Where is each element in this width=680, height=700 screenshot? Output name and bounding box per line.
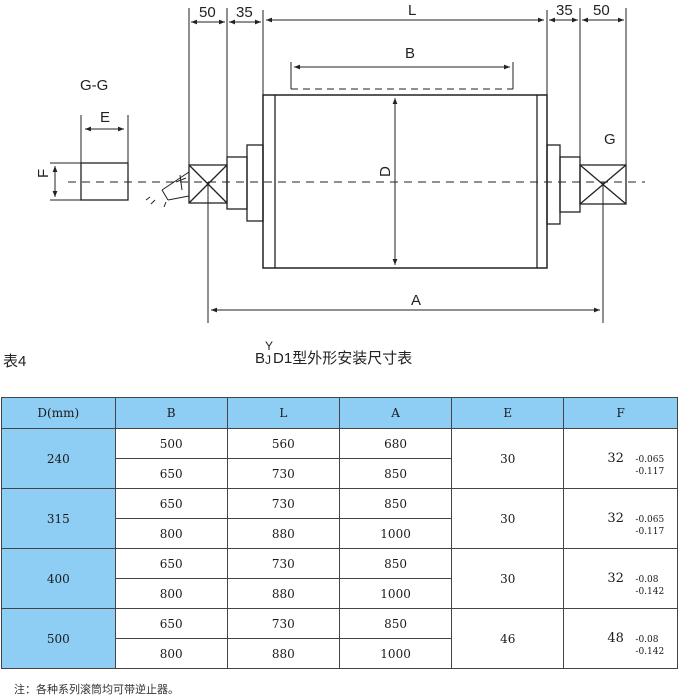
table-cell: 850: [338, 608, 453, 639]
f-value: 32 -0.065 -0.117: [607, 511, 680, 537]
f-value: 48 -0.08 -0.142: [607, 631, 680, 657]
table-cell: 880: [226, 578, 340, 609]
table-cell: 1000: [338, 638, 453, 669]
table-cell: 560: [226, 428, 340, 459]
table-cell: 850: [338, 488, 453, 519]
label-35-right: 35: [556, 2, 573, 19]
table-number: 表4: [3, 353, 27, 370]
label-50-right: 50: [593, 2, 610, 19]
table-cell: 500: [114, 428, 228, 459]
table-cell: 1000: [338, 518, 453, 549]
table-cell: 730: [226, 608, 340, 639]
f-tolerance: -0.065 -0.117: [635, 454, 664, 478]
f-tol-upper: -0.08: [635, 575, 659, 585]
table-cell: 650: [114, 548, 228, 579]
table-cell: 800: [114, 638, 228, 669]
label-50-left: 50: [199, 4, 216, 21]
table-cell: 730: [226, 548, 340, 579]
table-cell: 800: [114, 578, 228, 609]
f-value: 32 -0.08 -0.142: [607, 571, 680, 597]
table-cell: 730: [226, 458, 340, 489]
f-value: 32 -0.065 -0.117: [607, 451, 680, 477]
footnote: 注：各种系列滚筒均可带逆止器。: [14, 683, 179, 696]
table-cell: 30: [451, 548, 565, 609]
label-E: E: [100, 109, 110, 126]
label-A: A: [411, 292, 421, 309]
table-cell: 880: [226, 518, 340, 549]
f-tolerance: -0.08 -0.142: [635, 634, 664, 658]
f-tol-upper: -0.08: [635, 635, 659, 645]
label-D: D: [377, 166, 394, 177]
header-cell: L: [226, 397, 340, 429]
f-nominal: 48: [607, 631, 624, 646]
header-row: D(mm) B L A E F: [1, 397, 678, 429]
table-cell: 650: [114, 608, 228, 639]
table-cell: 315: [1, 488, 116, 549]
f-tol-lower: -0.142: [635, 647, 665, 657]
table-cell: 400: [1, 548, 116, 609]
f-tolerance: -0.065 -0.117: [635, 514, 664, 538]
f-tol-upper: -0.065: [635, 455, 665, 465]
table-cell: 30: [451, 488, 565, 549]
f-nominal: 32: [607, 571, 624, 586]
roller-drawing: G-G E F 50 35 L 35 50 B D G A: [35, 2, 645, 323]
f-nominal: 32: [607, 451, 624, 466]
title-sub: J: [265, 353, 272, 367]
label-section-gg: G-G: [80, 77, 108, 94]
title-rest: D1型外形安装尺寸表: [273, 350, 413, 367]
table-cell: 880: [226, 638, 340, 669]
label-L: L: [408, 2, 416, 19]
table-cell: 30: [451, 428, 565, 489]
header-cell: F: [563, 397, 678, 429]
table-cell: 240: [1, 428, 116, 489]
label-35-left: 35: [236, 4, 253, 21]
table-cell: 1000: [338, 578, 453, 609]
f-tol-lower: -0.117: [635, 467, 665, 477]
label-G: G: [604, 131, 616, 148]
title-prefix: B: [255, 350, 266, 367]
title-sup: Y: [265, 339, 274, 353]
table-cell: 850: [338, 458, 453, 489]
f-nominal: 32: [607, 511, 624, 526]
table-cell: 730: [226, 488, 340, 519]
table-cell: 500: [1, 608, 116, 669]
header-cell: B: [114, 397, 228, 429]
f-tol-lower: -0.117: [635, 527, 665, 537]
table-cell: 48 -0.08 -0.142: [563, 608, 680, 669]
header-cell: D(mm): [1, 397, 116, 429]
header-cell: A: [338, 397, 453, 429]
header-cell: E: [451, 397, 565, 429]
label-F: F: [35, 169, 52, 178]
section-gg-shape: [80, 162, 129, 201]
table-cell: 800: [114, 518, 228, 549]
table-cell: 680: [338, 428, 453, 459]
table-cell: 32 -0.08 -0.142: [563, 548, 680, 609]
f-tol-lower: -0.142: [635, 587, 665, 597]
label-B: B: [405, 45, 415, 62]
table-cell: 32 -0.065 -0.117: [563, 428, 680, 489]
f-tolerance: -0.08 -0.142: [635, 574, 664, 598]
table-cell: 46: [451, 608, 565, 669]
table-cell: 32 -0.065 -0.117: [563, 488, 680, 549]
f-tol-upper: -0.065: [635, 515, 665, 525]
table-cell: 650: [114, 488, 228, 519]
table-cell: 850: [338, 548, 453, 579]
table-cell: 650: [114, 458, 228, 489]
